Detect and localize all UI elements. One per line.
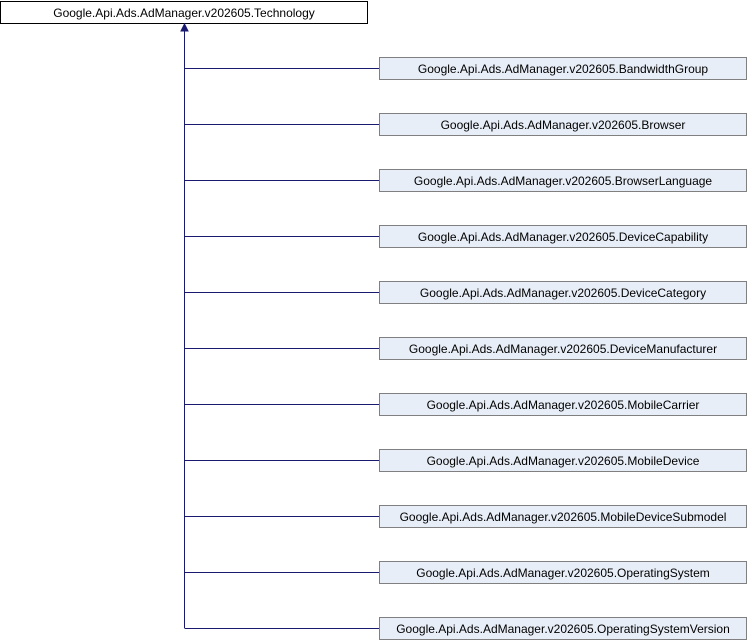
derived-class-box [379, 281, 747, 304]
derived-class-label: Google.Api.Ads.AdManager.v202605.Bandwid… [418, 62, 709, 76]
derived-class-box [379, 169, 747, 192]
derived-class-node[interactable]: Google.Api.Ads.AdManager.v202605.Operati… [379, 561, 747, 584]
derived-class-label: Google.Api.Ads.AdManager.v202605.MobileD… [400, 510, 727, 524]
derived-class-label: Google.Api.Ads.AdManager.v202605.Browser… [414, 174, 713, 188]
derived-class-node[interactable]: Google.Api.Ads.AdManager.v202605.MobileD… [379, 505, 747, 528]
derived-class-node[interactable]: Google.Api.Ads.AdManager.v202605.Browser [379, 113, 747, 136]
derived-class-box [379, 337, 747, 360]
derived-class-label: Google.Api.Ads.AdManager.v202605.Operati… [416, 566, 710, 580]
derived-class-node[interactable]: Google.Api.Ads.AdManager.v202605.Browser… [379, 169, 747, 192]
derived-class-node[interactable]: Google.Api.Ads.AdManager.v202605.Bandwid… [379, 57, 747, 80]
derived-class-node[interactable]: Google.Api.Ads.AdManager.v202605.MobileC… [379, 393, 747, 416]
derived-class-node[interactable]: Google.Api.Ads.AdManager.v202605.DeviceM… [379, 337, 747, 360]
derived-class-node[interactable]: Google.Api.Ads.AdManager.v202605.DeviceC… [379, 225, 747, 248]
derived-class-label: Google.Api.Ads.AdManager.v202605.MobileD… [427, 454, 700, 468]
inheritance-arrowhead [180, 22, 189, 32]
derived-class-box [379, 561, 747, 584]
derived-class-label: Google.Api.Ads.AdManager.v202605.Browser [441, 118, 686, 132]
base-class-label: Google.Api.Ads.AdManager.v202605.Technol… [53, 6, 315, 20]
derived-class-box [379, 393, 747, 416]
derived-class-label: Google.Api.Ads.AdManager.v202605.Operati… [396, 622, 730, 636]
derived-class-node[interactable]: Google.Api.Ads.AdManager.v202605.DeviceC… [379, 281, 747, 304]
derived-class-label: Google.Api.Ads.AdManager.v202605.DeviceC… [418, 230, 708, 244]
derived-class-label: Google.Api.Ads.AdManager.v202605.DeviceM… [409, 342, 717, 356]
derived-class-box [379, 449, 747, 472]
derived-class-box [379, 113, 747, 136]
derived-class-box [379, 225, 747, 248]
derived-class-box [379, 57, 747, 80]
derived-class-node[interactable]: Google.Api.Ads.AdManager.v202605.Operati… [379, 617, 747, 640]
derived-class-box [379, 505, 747, 528]
base-class-node[interactable]: Google.Api.Ads.AdManager.v202605.Technol… [0, 1, 368, 24]
derived-class-list: Google.Api.Ads.AdManager.v202605.Bandwid… [184, 57, 747, 640]
derived-class-node[interactable]: Google.Api.Ads.AdManager.v202605.MobileD… [379, 449, 747, 472]
derived-class-label: Google.Api.Ads.AdManager.v202605.DeviceC… [420, 286, 706, 300]
derived-class-label: Google.Api.Ads.AdManager.v202605.MobileC… [427, 398, 700, 412]
